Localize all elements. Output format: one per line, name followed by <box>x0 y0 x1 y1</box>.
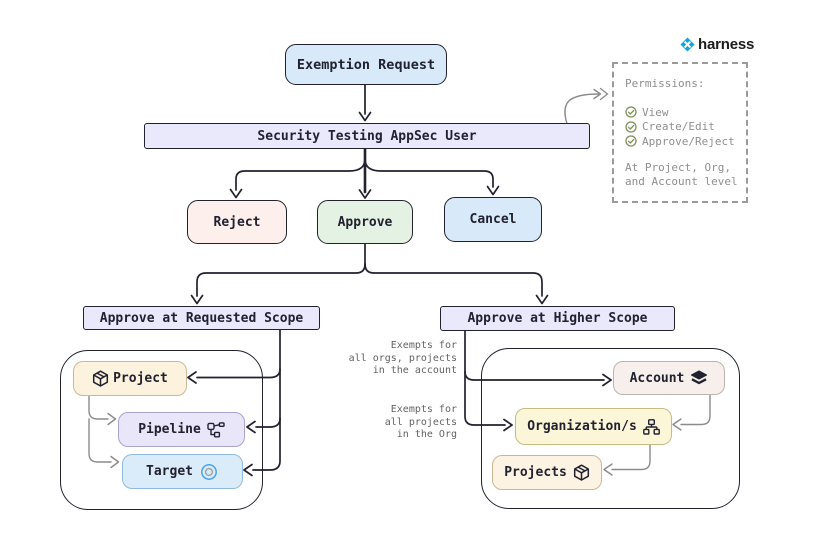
account-label: Account <box>629 370 685 386</box>
requested-scope-node: Approve at Requested Scope <box>83 306 320 330</box>
harness-logo: harness <box>680 36 754 53</box>
reject-node: Reject <box>187 200 287 244</box>
org-exemption-note: Exempts for all projects in the Org <box>385 404 457 442</box>
cancel-label: Cancel <box>469 212 517 227</box>
permissions-footer: At Project, Org, and Account level <box>625 161 746 188</box>
exemption-request-node: Exemption Request <box>285 44 447 85</box>
check-circle-icon <box>625 121 637 133</box>
approve-node: Approve <box>317 200 413 244</box>
projects-label: Projects <box>504 465 567 480</box>
higher-scope-label: Approve at Higher Scope <box>467 311 648 326</box>
appsec-user-label: Security Testing AppSec User <box>257 128 477 144</box>
projects-node: Projects <box>492 455 602 490</box>
cube-icon <box>573 464 590 481</box>
organizations-label: Organization/s <box>527 419 637 434</box>
appsec-user-node: Security Testing AppSec User <box>144 123 590 149</box>
higher-scope-node: Approve at Higher Scope <box>440 306 675 331</box>
org-chart-icon <box>642 418 660 435</box>
note-line: all projects <box>384 416 457 428</box>
permission-label: View <box>642 105 669 119</box>
permissions-title: Permissions: <box>625 77 705 90</box>
project-label: Project <box>113 371 168 386</box>
layers-icon <box>690 369 708 387</box>
note-line: in the Org <box>396 429 457 440</box>
permission-item-create-edit: Create/Edit <box>625 120 746 134</box>
account-exemption-note: Exempts for all orgs, projects in the ac… <box>349 340 457 378</box>
target-label: Target <box>146 464 193 479</box>
reject-label: Reject <box>213 214 261 230</box>
note-line: Exempts for <box>390 404 457 415</box>
note-line: in the account <box>372 365 457 376</box>
pipeline-icon <box>207 421 225 438</box>
permission-item-view: View <box>625 106 746 120</box>
permission-label: Approve/Reject <box>642 134 735 148</box>
organizations-node: Organization/s <box>515 408 672 445</box>
target-icon <box>199 462 219 482</box>
permissions-footer-line: At Project, Org, <box>625 161 731 174</box>
permissions-callout: Permissions: View Create/Edit <box>612 62 748 203</box>
permissions-footer-line: and Account level <box>625 174 738 188</box>
check-circle-icon <box>625 106 637 118</box>
permission-item-approve-reject: Approve/Reject <box>625 135 746 149</box>
cube-icon <box>92 370 109 387</box>
permission-label: Create/Edit <box>642 120 715 133</box>
exemption-request-label: Exemption Request <box>296 56 436 73</box>
check-circle-icon <box>625 135 637 147</box>
note-line: Exempts for <box>390 340 457 351</box>
harness-logo-icon <box>680 37 695 52</box>
target-node: Target <box>122 454 243 489</box>
project-node: Project <box>73 361 187 396</box>
harness-wordmark: harness <box>698 36 755 53</box>
pipeline-label: Pipeline <box>138 422 201 437</box>
account-node: Account <box>613 361 725 395</box>
pipeline-node: Pipeline <box>118 412 245 447</box>
approve-label: Approve <box>337 214 393 230</box>
cancel-node: Cancel <box>444 197 542 242</box>
requested-scope-label: Approve at Requested Scope <box>99 310 304 326</box>
note-line: all orgs, projects <box>348 352 457 364</box>
